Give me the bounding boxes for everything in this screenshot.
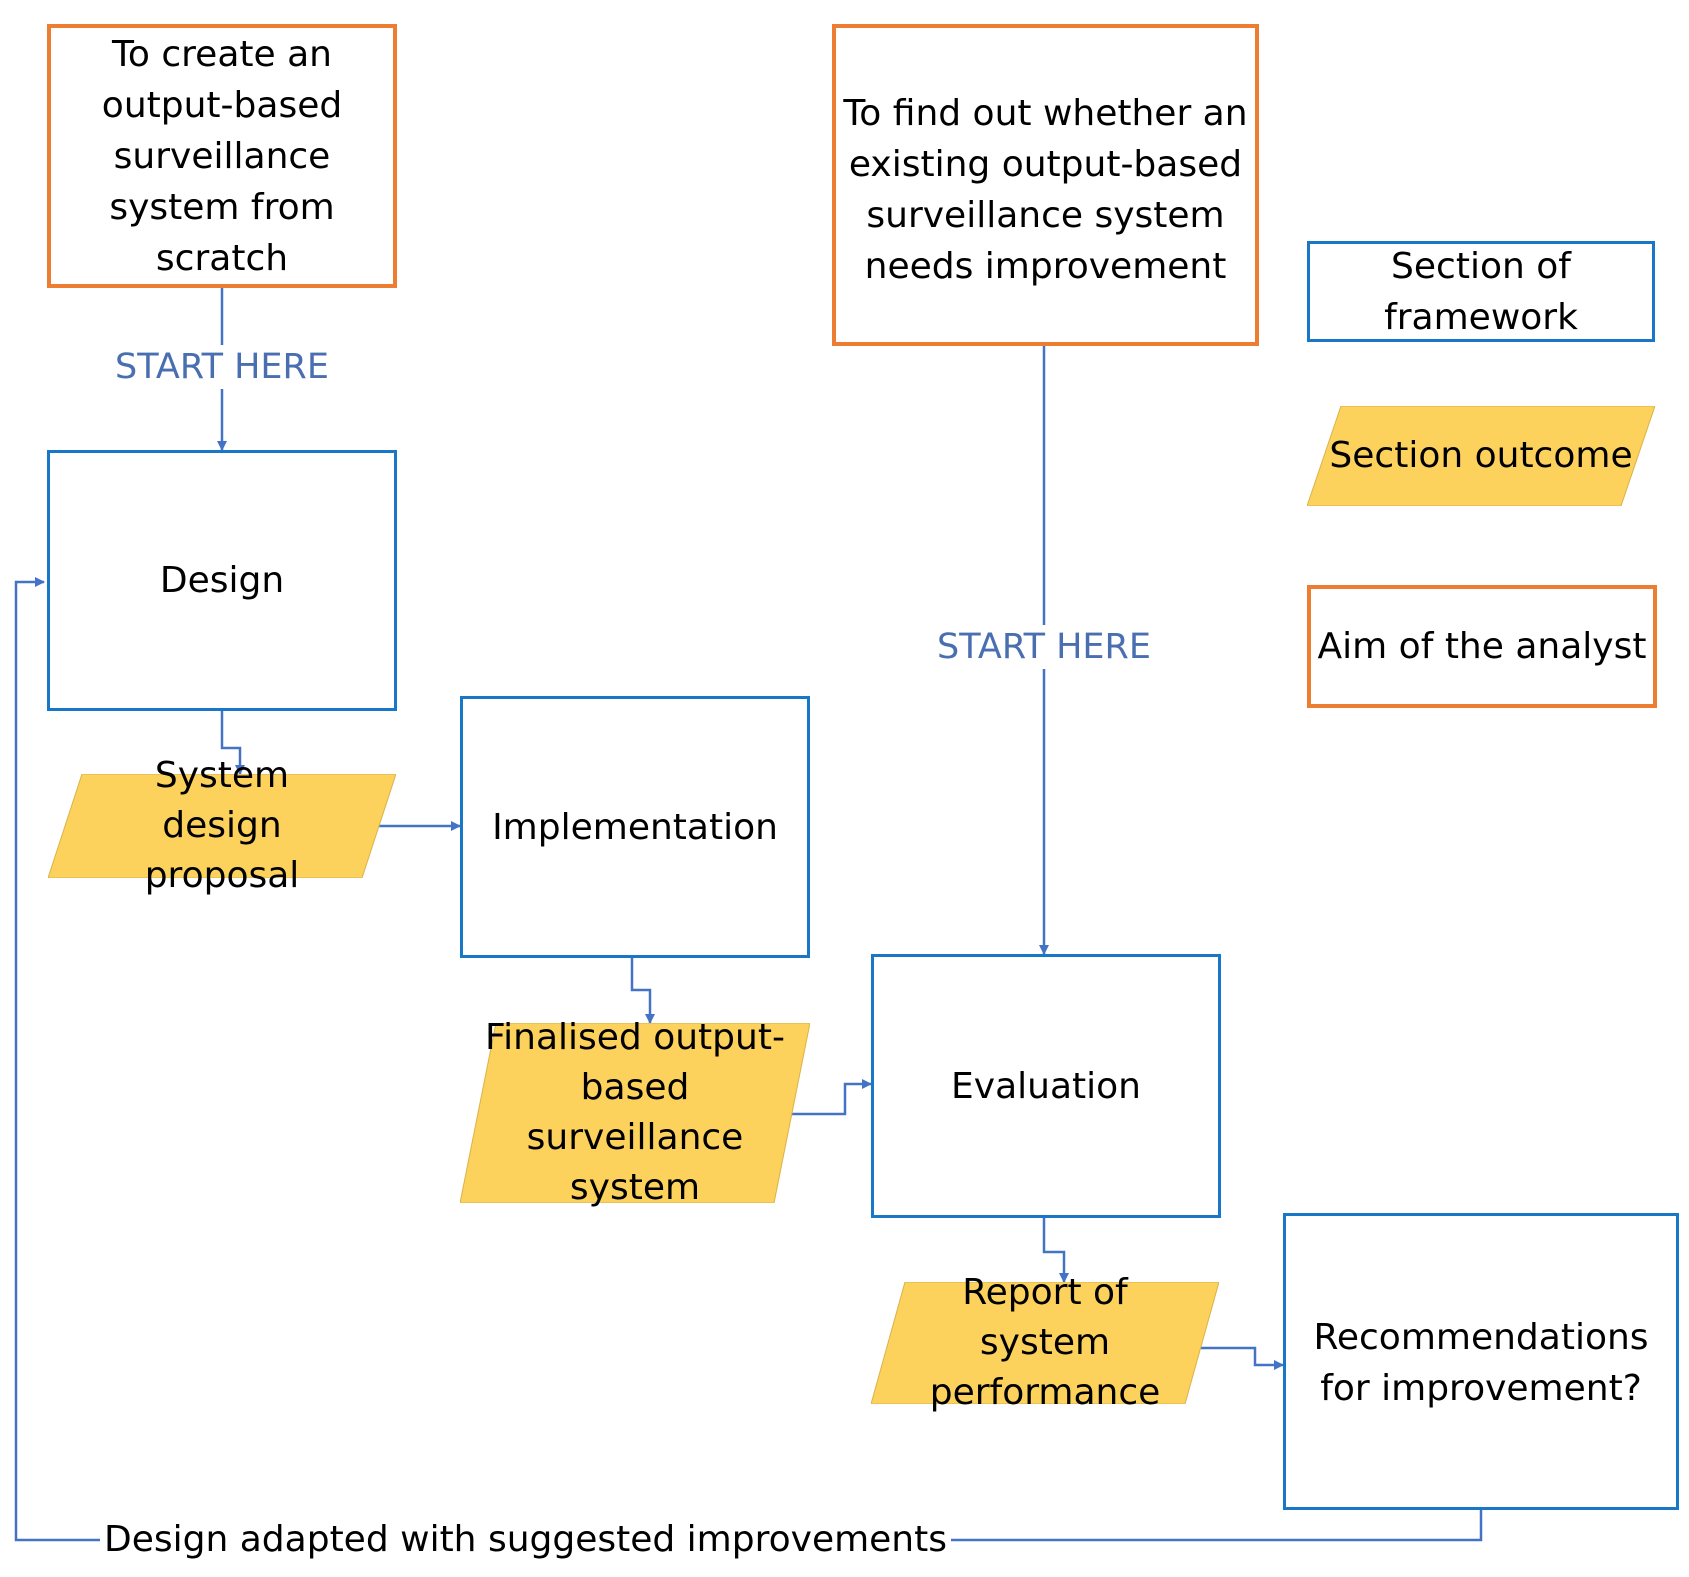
- section-implementation-text: Implementation: [492, 806, 778, 848]
- aim-create-text: To create an output-based surveillance s…: [101, 33, 343, 279]
- section-design-text: Design: [159, 560, 285, 601]
- arrow-feedback-loop: [14, 577, 1483, 1542]
- parallelogram-shape: [48, 774, 396, 878]
- section-recommendations-text: Recommendations for improvement?: [1313, 1317, 1649, 1409]
- outcome-finalised: Finalised output-based surveillance syst…: [460, 1017, 810, 1208]
- parallelogram-shape: [460, 1023, 810, 1203]
- outcome-report: Report of system performance: [871, 1272, 1219, 1413]
- aim-create-box: To create an output-based surveillance s…: [47, 24, 397, 288]
- aim-find-out-box: To find out whether an existing output-b…: [832, 24, 1259, 346]
- arrow-finalised-to-evaluation: [792, 1079, 872, 1116]
- arrow-design-to-proposal: [220, 711, 245, 775]
- section-evaluation-box: Evaluation: [871, 954, 1221, 1218]
- legend-outcome-shape: Section outcome: [1307, 406, 1655, 506]
- start-here-left: START HERE: [112, 345, 332, 389]
- legend-aim-text: Aim of the analyst: [1317, 626, 1647, 667]
- outcome-finalised-text: Finalised output-based surveillance syst…: [485, 1017, 785, 1208]
- parallelogram-shape: [871, 1282, 1219, 1404]
- arrow-report-to-recommendations: [1200, 1346, 1284, 1370]
- legend-section-text: Section of framework: [1384, 245, 1578, 338]
- section-recommendations-box: Recommendations for improvement?: [1283, 1213, 1679, 1510]
- section-evaluation-text: Evaluation: [951, 1065, 1141, 1107]
- legend-section-box: Section of framework: [1307, 241, 1655, 342]
- parallelogram-shape: [1307, 406, 1655, 506]
- arrow-evaluation-to-report: [1042, 1218, 1069, 1283]
- outcome-report-text: Report of system performance: [929, 1272, 1161, 1413]
- section-design-box: Design: [47, 450, 397, 711]
- legend-aim-box: Aim of the analyst: [1307, 585, 1657, 708]
- outcome-proposal-text: System design proposal: [144, 755, 300, 896]
- outcome-proposal: System design proposal: [48, 755, 396, 896]
- aim-find-out-text: To find out whether an existing output-b…: [843, 93, 1248, 287]
- section-implementation-box: Implementation: [460, 696, 810, 958]
- arrow-implementation-to-finalised: [630, 958, 655, 1024]
- start-here-right: START HERE: [934, 625, 1154, 669]
- legend-outcome-text: Section outcome: [1329, 435, 1633, 476]
- feedback-loop-label: Design adapted with suggested improvemen…: [100, 1518, 951, 1562]
